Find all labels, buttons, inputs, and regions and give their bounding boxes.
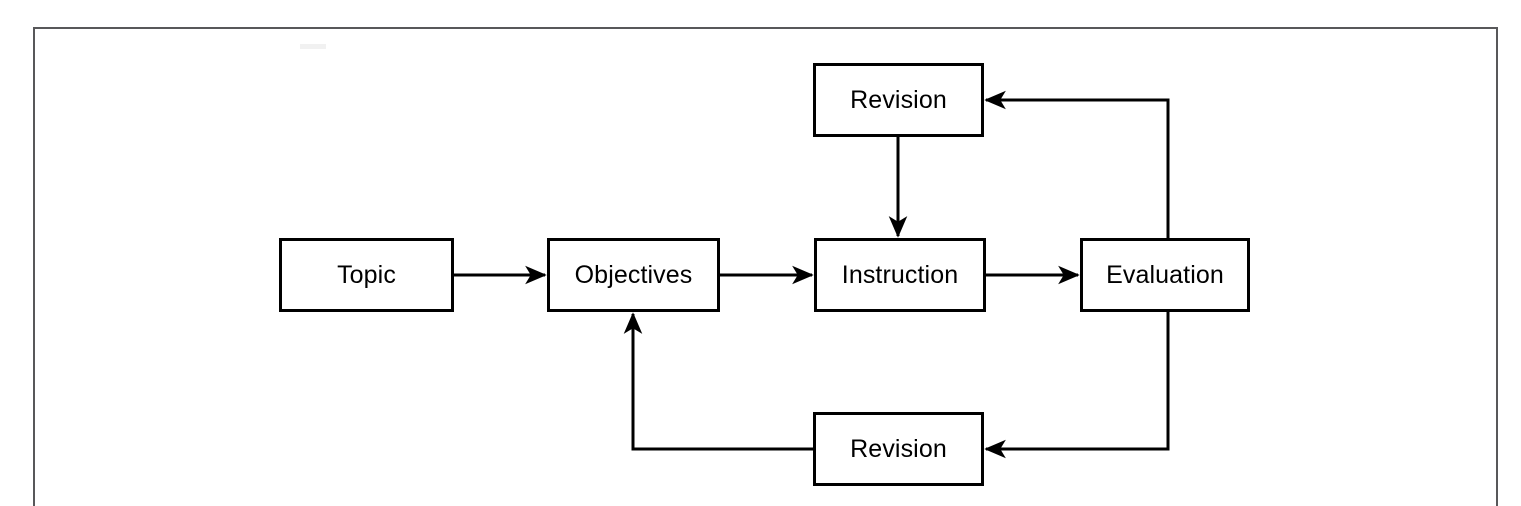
node-revision-top-label: Revision	[850, 85, 947, 114]
node-topic[interactable]: Topic	[279, 238, 454, 312]
node-revision-top[interactable]: Revision	[813, 63, 984, 137]
node-evaluation[interactable]: Evaluation	[1080, 238, 1250, 312]
node-revision-bottom[interactable]: Revision	[813, 412, 984, 486]
figure-frame	[33, 27, 1498, 506]
scan-artifact	[300, 44, 326, 49]
node-evaluation-label: Evaluation	[1106, 260, 1224, 289]
node-objectives-label: Objectives	[574, 260, 693, 289]
node-instruction[interactable]: Instruction	[814, 238, 986, 312]
edge-evaluation-to-revision-bottom	[984, 312, 1170, 459]
node-objectives[interactable]: Objectives	[547, 238, 720, 312]
edge-evaluation-to-revision-top	[984, 90, 1170, 238]
node-topic-label: Topic	[337, 260, 396, 289]
node-instruction-label: Instruction	[841, 260, 959, 289]
edge-revision-bottom-to-objectives	[623, 312, 813, 451]
node-revision-bottom-label: Revision	[850, 434, 947, 463]
